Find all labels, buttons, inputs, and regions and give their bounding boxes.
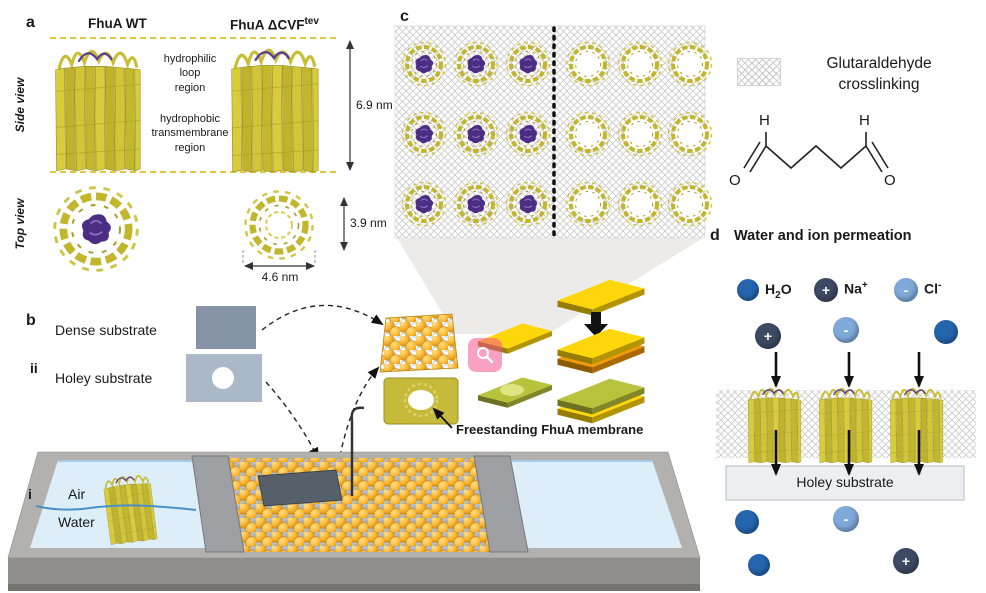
fhua-at-interface	[101, 472, 159, 546]
panel-c-label: c	[400, 8, 409, 25]
h-atom-right: H	[859, 112, 870, 129]
fhua-wt-title: FhuA WT	[88, 16, 147, 31]
holey-substrate-bar-label: Holey substrate	[796, 474, 894, 490]
hydrophobic-region-label: hydrophobic transmembrane region	[151, 113, 229, 154]
langmuir-trough	[7, 406, 701, 591]
dipper-plate[interactable]	[257, 469, 343, 507]
glutaraldehyde-title: Glutaraldehyde crosslinking	[826, 55, 932, 93]
freestanding-membrane-label: Freestanding FhuA membrane	[456, 422, 644, 437]
o-atom-left: O	[729, 172, 741, 189]
h2o-molecule	[934, 320, 958, 344]
membrane-barrel-2	[818, 387, 873, 464]
panel-d-label: d	[710, 227, 720, 244]
air-label: Air	[68, 486, 86, 502]
legend-na-circle: +	[814, 278, 838, 302]
dense-substrate-chip	[196, 306, 256, 349]
hydrophilic-region-label: hydrophilic loop region	[163, 53, 217, 94]
na-ion: +	[755, 323, 781, 349]
permeation-arrows-bottom	[771, 430, 924, 476]
fhua-delta-title: FhuA ΔCVFtev	[230, 16, 319, 33]
fhua-wt-cork-domain	[81, 213, 112, 245]
holey-substrate-label: Holey substrate	[55, 370, 153, 386]
membrane-barrel-1	[747, 387, 802, 464]
legend-cl-circle: -	[894, 278, 918, 302]
h2o-molecule	[735, 510, 759, 534]
permeation-arrows-top	[771, 352, 924, 388]
membrane-barrel-3	[889, 387, 944, 464]
monolayer-patch	[379, 313, 459, 373]
panel-b-graphics	[186, 279, 645, 460]
dense-substrate-label: Dense substrate	[55, 322, 157, 338]
freestanding-membrane-patch	[383, 377, 459, 425]
legend-h2o-label: H2O	[765, 281, 792, 301]
panel-a-graphics	[50, 37, 354, 270]
cl-ion: -	[833, 317, 859, 343]
cl-ion: -	[833, 506, 859, 532]
h2o-molecule	[748, 554, 770, 576]
water-right	[510, 460, 682, 548]
legend-na-label: Na+	[844, 280, 868, 297]
dim-total-height: 6.9 nm	[356, 98, 393, 112]
side-view-label: Side view	[13, 77, 27, 133]
crosslink-swatch	[737, 58, 781, 86]
water-label: Water	[58, 514, 95, 530]
panel-d-graphics	[716, 132, 976, 501]
transfer-slabs	[478, 279, 645, 424]
air-water-interface-line	[35, 504, 197, 511]
zoom-funnel	[397, 238, 703, 334]
fhua-delta-side-view	[230, 48, 320, 174]
legend-cl-label: Cl-	[924, 280, 942, 297]
trough-barrier-left[interactable]	[191, 455, 245, 553]
numeral-i: i	[28, 486, 32, 502]
trough-barrier-right[interactable]	[473, 455, 529, 553]
h-atom-left: H	[759, 112, 770, 129]
dim-pore-height: 3.9 nm	[350, 216, 387, 230]
panel-c-graphics	[394, 25, 714, 334]
na-ion: +	[893, 548, 919, 574]
wilhelmy-hook	[350, 406, 365, 496]
magnifier-icon	[477, 347, 494, 364]
legend-h2o-circle	[737, 279, 759, 301]
glutaraldehyde-structure	[743, 132, 889, 173]
fhua-wt-side-view	[53, 49, 142, 173]
panel-a-label: a	[26, 14, 35, 31]
panel-b-label: b	[26, 312, 36, 329]
o-atom-right: O	[884, 172, 896, 189]
top-view-label: Top view	[13, 198, 27, 250]
numeral-ii: ii	[30, 360, 38, 376]
fhua-delta-array	[564, 40, 714, 228]
dim-pore-width: 4.6 nm	[261, 270, 299, 284]
screenshot-magnifier-badge[interactable]	[468, 338, 502, 372]
panel-d-title: Water and ion permeation	[734, 228, 912, 244]
fhua-wt-array	[400, 40, 552, 228]
